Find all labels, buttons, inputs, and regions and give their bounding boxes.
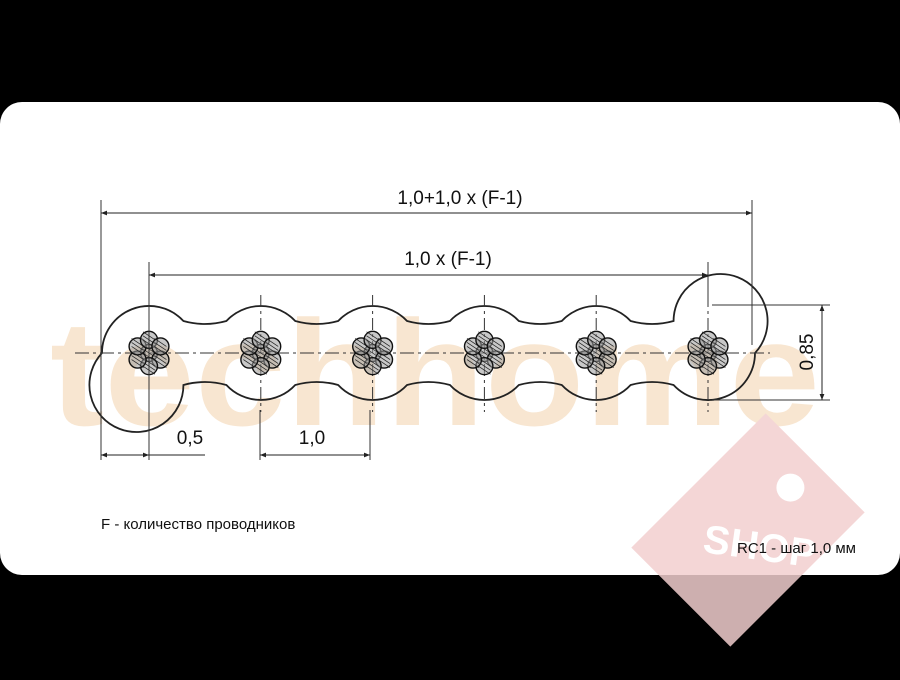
conductor-strand-bundle <box>687 330 729 376</box>
watermark-tag-icon <box>631 413 865 647</box>
dimension-lines <box>101 210 825 458</box>
note-f-definition: F - количество проводников <box>101 516 295 533</box>
dim-height-label: 0,85 <box>797 334 818 371</box>
dim-edge-label: 0,5 <box>177 428 203 449</box>
conductor-strand-bundle <box>463 330 506 376</box>
conductor-strand-bundle <box>240 330 282 376</box>
dim-pitch-span-label: 1,0 x (F-1) <box>404 249 492 270</box>
dim-total-label: 1,0+1,0 x (F-1) <box>397 188 522 209</box>
note-series: RC1 - шаг 1,0 мм <box>737 540 856 557</box>
drawing-sheet <box>0 102 900 575</box>
conductor-strand-bundle <box>575 330 617 376</box>
conductors <box>128 330 729 376</box>
conductor-strand-bundle <box>351 330 394 376</box>
extension-lines <box>100 200 830 460</box>
dim-pitch-label: 1,0 <box>299 428 325 449</box>
